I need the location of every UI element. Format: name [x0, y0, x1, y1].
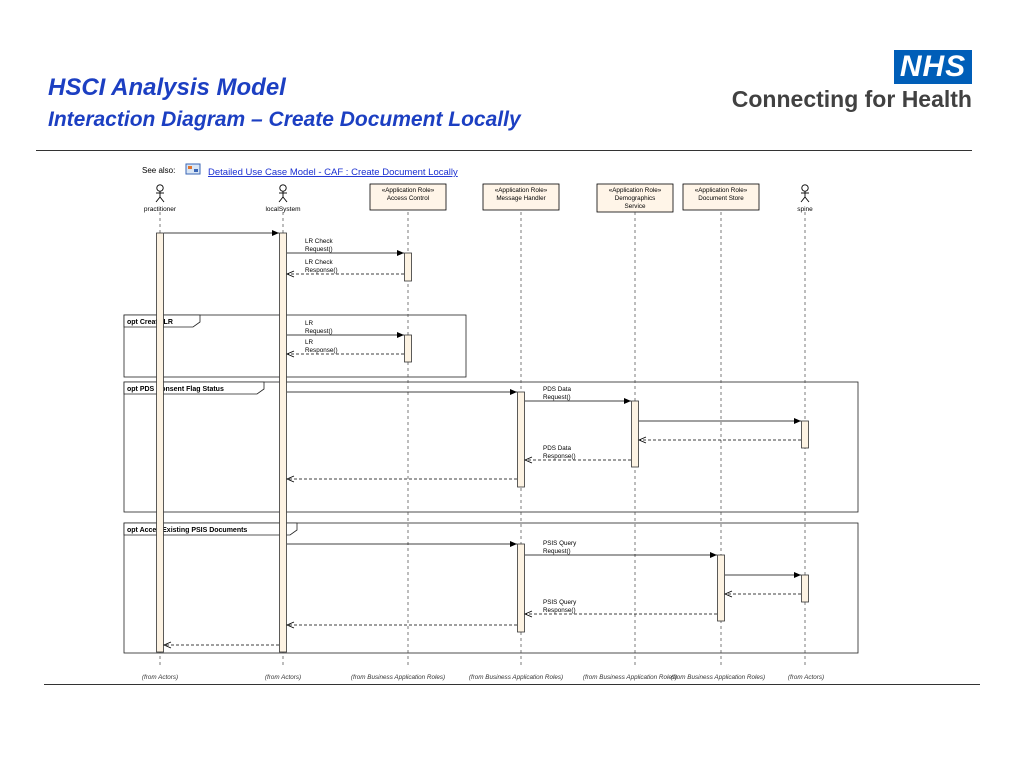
message-label: PSIS Query	[543, 540, 577, 547]
message-message-to-localSystem	[285, 475, 517, 483]
activation-bar	[517, 391, 525, 488]
see-also-link[interactable]: Detailed Use Case Model - CAF : Create D…	[208, 167, 458, 178]
message-label: PDS Data	[543, 386, 571, 393]
fragment-label: opt Acces Existing PSIS Documents	[127, 527, 247, 534]
participant-footer: (from Business Application Roles)	[351, 674, 445, 681]
activation-bar	[517, 543, 525, 633]
message-label: Response()	[543, 453, 576, 460]
message-demographics-to-spine	[639, 418, 801, 424]
role-label: «Application Role»	[495, 187, 548, 194]
message-label: LR Check	[305, 238, 333, 245]
role-label: «Application Role»	[609, 187, 662, 194]
message-label: Response()	[305, 267, 338, 274]
activation-bar	[404, 252, 412, 282]
activation-bar	[631, 400, 639, 468]
diagram-link-icon[interactable]	[185, 163, 201, 175]
message-label: Request()	[305, 246, 333, 253]
message-label: PSIS Query	[543, 599, 577, 606]
footer-divider	[44, 684, 980, 685]
role-label: Document Store	[698, 195, 744, 202]
message-localSystem-to-practitioner	[162, 641, 279, 649]
message-practitioner-to-localSystem	[164, 230, 279, 236]
participant-footer: (from Actors)	[788, 674, 824, 681]
activation-bar	[404, 334, 412, 363]
nhs-logo-badge: NHS	[894, 50, 972, 84]
see-also-label: See also:	[142, 166, 175, 175]
participant-footer: (from Business Application Roles)	[583, 674, 677, 681]
message-spine-to-docstore	[723, 590, 801, 598]
role-label: Demographics	[615, 195, 656, 202]
message-localSystem-to-message	[287, 389, 517, 395]
fragment-psis-documents: opt Acces Existing PSIS Documents	[123, 522, 859, 654]
fragment-label: opt Create LR	[127, 319, 173, 326]
role-message: «Application Role»Message Handler	[482, 183, 560, 211]
message-label: Response()	[305, 347, 338, 354]
header-divider	[36, 150, 972, 151]
role-label: Service	[625, 203, 646, 210]
message-label: LR	[305, 320, 314, 327]
message-label: LR	[305, 339, 314, 346]
page-title: HSCI Analysis Model	[48, 74, 286, 101]
role-docstore: «Application Role»Document Store	[682, 183, 760, 211]
role-label: «Application Role»	[695, 187, 748, 194]
activation-bar	[717, 554, 725, 622]
activation-bar	[279, 232, 287, 653]
role-label: Access Control	[387, 195, 429, 202]
participant-label: localSystem	[265, 206, 300, 213]
activation-bar	[801, 420, 809, 449]
message-localSystem-to-message	[287, 541, 517, 547]
fragment-create-lr: opt Create LR	[123, 314, 467, 378]
participant-label: spine	[797, 206, 813, 213]
participant-footer: (from Actors)	[142, 674, 178, 681]
role-label: Message Handler	[496, 195, 545, 202]
role-label: «Application Role»	[382, 187, 435, 194]
role-access: «Application Role»Access Control	[369, 183, 447, 211]
participant-footer: (from Business Application Roles)	[469, 674, 563, 681]
message-message-to-localSystem	[285, 621, 517, 629]
actor-spine: spine	[797, 184, 813, 213]
message-label: Request()	[543, 394, 571, 401]
participant-footer: (from Business Application Roles)	[671, 674, 765, 681]
message-docstore-to-spine	[725, 572, 801, 578]
logo-tagline: Connecting for Health	[731, 86, 972, 112]
message-label: Request()	[543, 548, 571, 555]
participant-label: practitioner	[144, 206, 177, 213]
message-label: Response()	[543, 607, 576, 614]
page-subtitle: Interaction Diagram – Create Document Lo…	[48, 108, 521, 131]
participant-footer: (from Actors)	[265, 674, 301, 681]
activation-bar	[156, 232, 164, 653]
activation-bar	[801, 574, 809, 603]
actor-localSystem: localSystem	[265, 184, 301, 213]
message-spine-to-demographics	[637, 436, 801, 444]
fragment-label: opt PDS Consent Flag Status	[127, 386, 224, 393]
actor-practitioner: practitioner	[144, 184, 177, 213]
message-label: Request()	[305, 328, 333, 335]
message-label: LR Check	[305, 259, 333, 266]
message-label: PDS Data	[543, 445, 571, 452]
fragment-pds-consent: opt PDS Consent Flag Status	[123, 381, 859, 513]
